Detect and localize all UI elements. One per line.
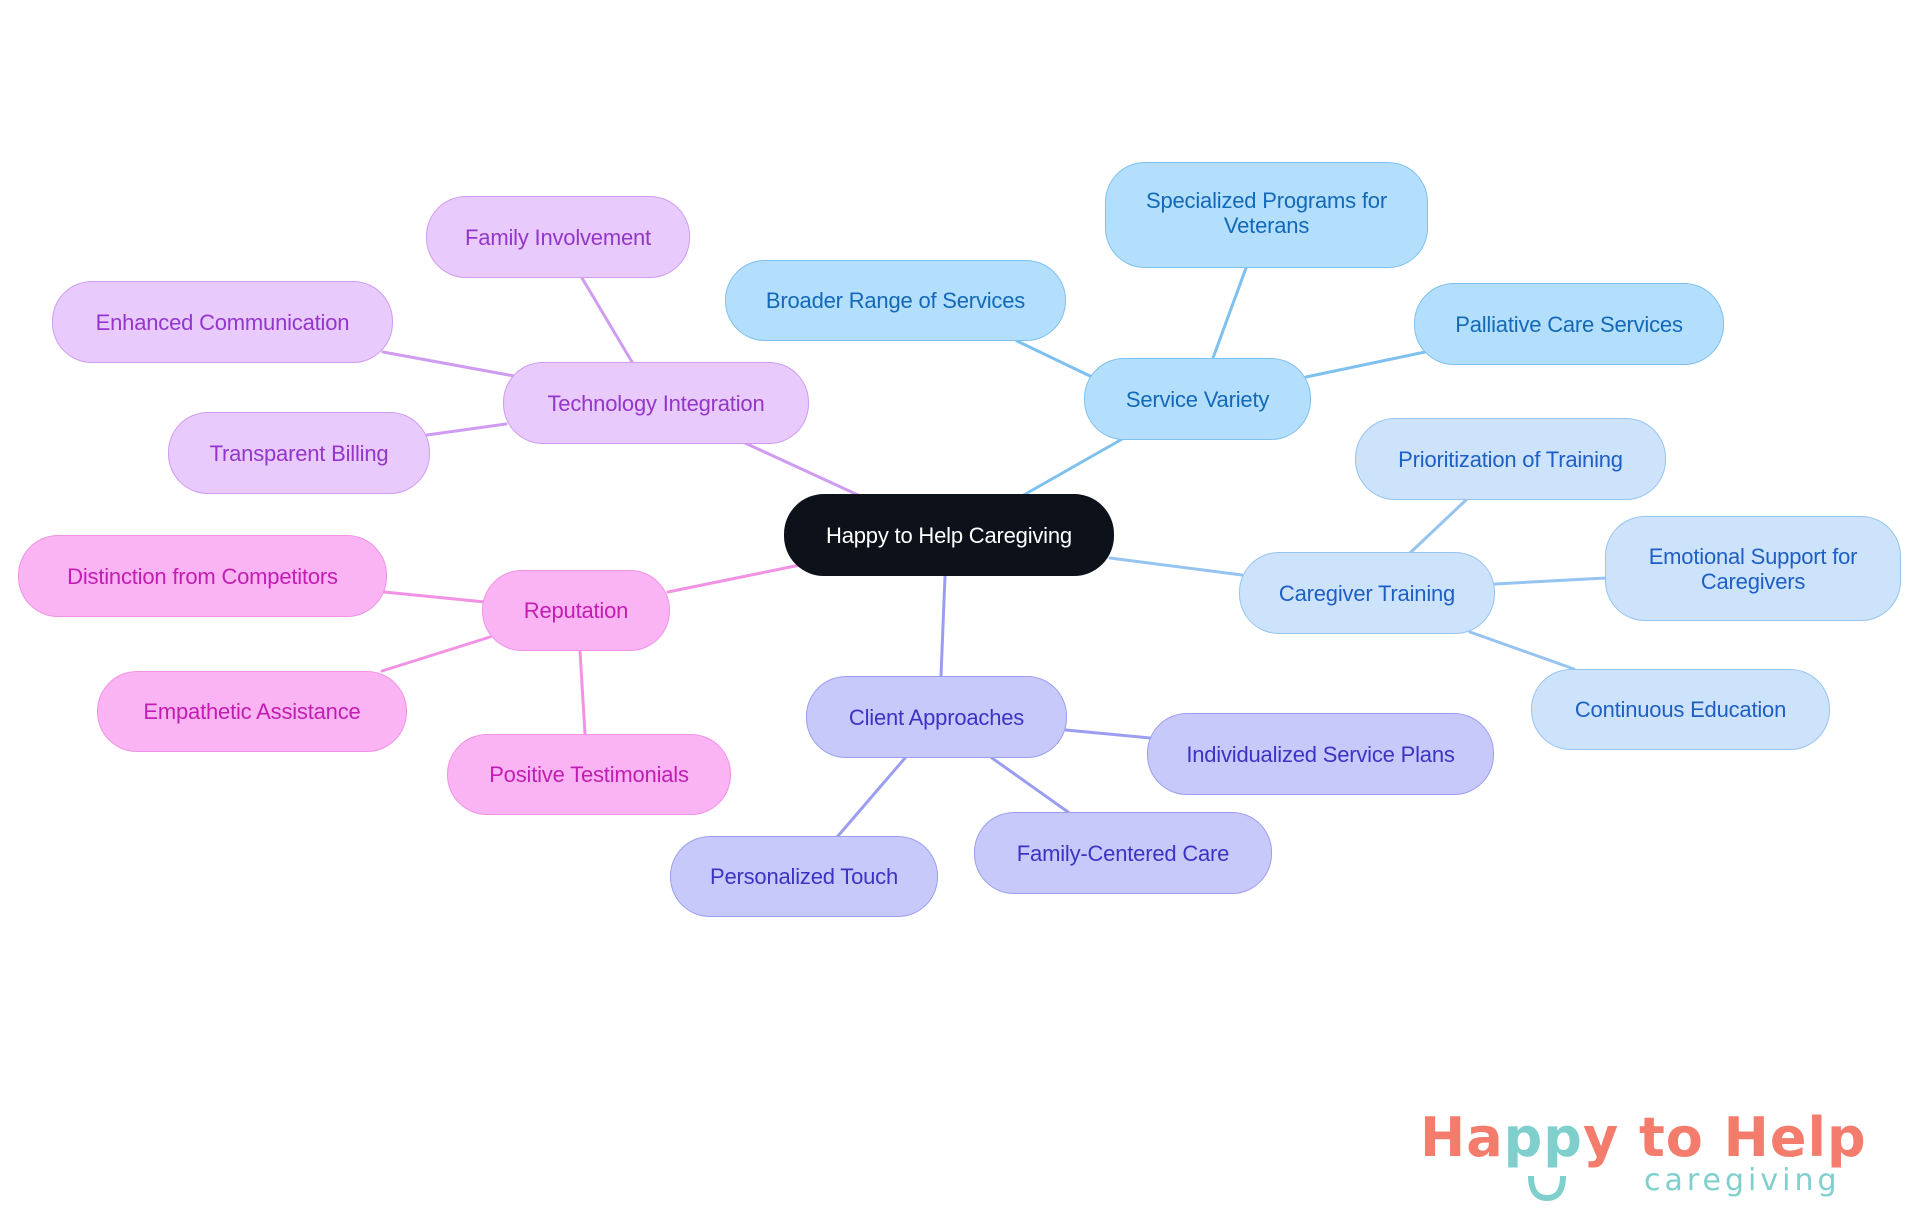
node-reputation[interactable]: Reputation <box>482 570 670 651</box>
edge-reputation-empathetic <box>380 635 492 673</box>
node-enhanced-communication[interactable]: Enhanced Communication <box>52 281 393 363</box>
node-continuous-education[interactable]: Continuous Education <box>1531 669 1830 750</box>
node-emotional-support-for-caregivers[interactable]: Emotional Support for Caregivers <box>1605 516 1901 621</box>
edge-root-client-approaches <box>939 574 947 678</box>
node-family-involvement[interactable]: Family Involvement <box>426 196 690 278</box>
node-personalized-touch[interactable]: Personalized Touch <box>670 836 938 917</box>
node-positive-testimonials[interactable]: Positive Testimonials <box>447 734 731 815</box>
edge-client-individualized <box>1064 728 1152 740</box>
edge-service-variety-specialized <box>1211 266 1248 360</box>
node-individualized-service-plans[interactable]: Individualized Service Plans <box>1147 713 1494 795</box>
node-specialized-programs-for-veterans[interactable]: Specialized Programs for Veterans <box>1105 162 1428 268</box>
edge-root-reputation <box>666 563 802 594</box>
edge-root-technology <box>743 441 860 497</box>
logo-text-pp: pp <box>1503 1106 1583 1169</box>
node-distinction-from-competitors[interactable]: Distinction from Competitors <box>18 535 387 617</box>
edge-client-family-centered <box>990 756 1070 814</box>
logo-wordmark: Happy to Help <box>1420 1108 1867 1168</box>
edge-service-variety-palliative <box>1304 350 1427 379</box>
node-service-variety[interactable]: Service Variety <box>1084 358 1311 440</box>
node-technology-integration[interactable]: Technology Integration <box>503 362 809 444</box>
node-client-approaches[interactable]: Client Approaches <box>806 676 1067 758</box>
edge-technology-family-involvement <box>580 276 634 364</box>
node-empathetic-assistance[interactable]: Empathetic Assistance <box>97 671 407 752</box>
edge-training-emotional <box>1493 576 1608 586</box>
node-transparent-billing[interactable]: Transparent Billing <box>168 412 430 494</box>
logo-text-y-to-help: y to Help <box>1582 1106 1867 1169</box>
edge-technology-enhanced <box>381 350 516 378</box>
edge-reputation-testimonials <box>578 649 587 736</box>
logo-subtitle: caregiving <box>1644 1163 1841 1198</box>
node-palliative-care-services[interactable]: Palliative Care Services <box>1414 283 1724 365</box>
edge-service-variety-broader <box>1015 339 1094 379</box>
edge-training-continuous <box>1468 630 1576 671</box>
brand-logo: Happy to Help caregiving <box>1420 1108 1880 1208</box>
node-prioritization-of-training[interactable]: Prioritization of Training <box>1355 418 1666 500</box>
edge-root-caregiver-training <box>1108 556 1244 577</box>
edge-reputation-distinction <box>382 590 487 604</box>
edge-client-personalized <box>836 756 907 838</box>
node-caregiver-training[interactable]: Caregiver Training <box>1239 552 1495 634</box>
node-broader-range-of-services[interactable]: Broader Range of Services <box>725 260 1066 341</box>
node-family-centered-care[interactable]: Family-Centered Care <box>974 812 1272 894</box>
root-node[interactable]: Happy to Help Caregiving <box>784 494 1114 576</box>
logo-text-ha: Ha <box>1420 1106 1504 1169</box>
edge-technology-transparent <box>425 422 508 437</box>
edge-training-prioritization <box>1409 498 1468 554</box>
edge-root-service-variety <box>1020 436 1126 498</box>
smile-icon <box>1528 1175 1566 1202</box>
